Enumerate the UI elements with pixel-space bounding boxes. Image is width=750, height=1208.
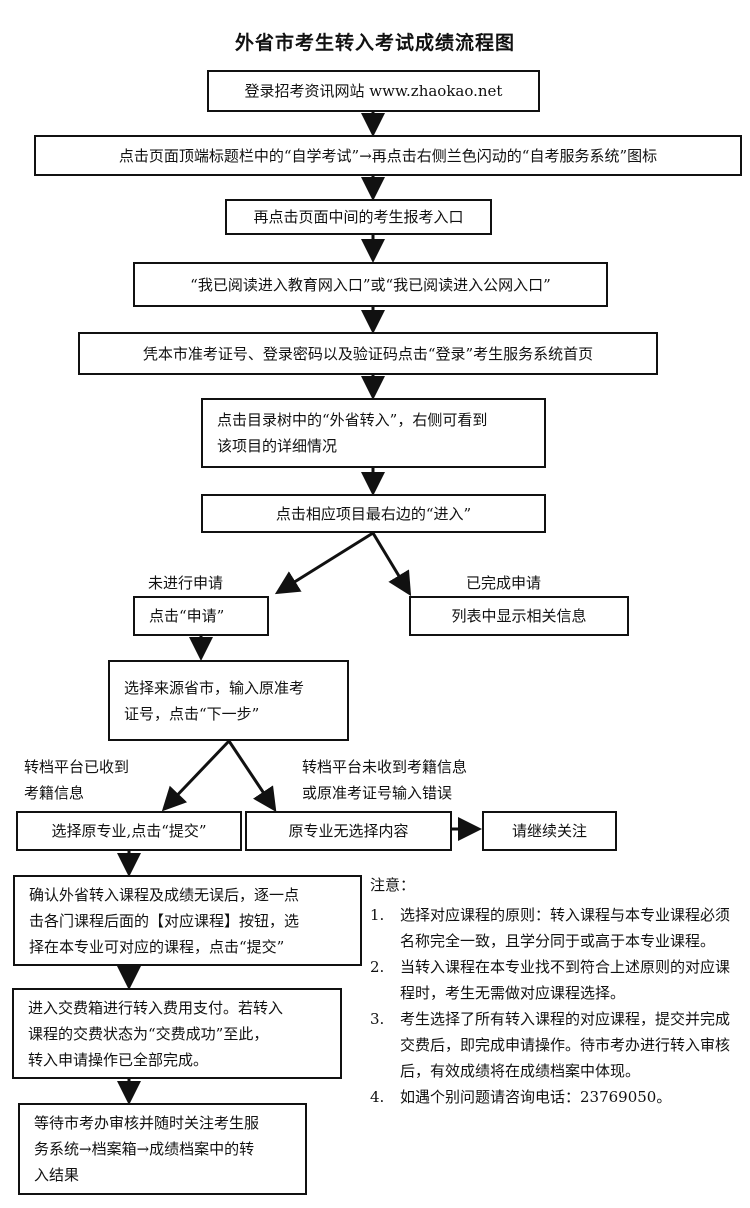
note-text: 当转入课程在本专业找不到符合上述原则的对应课程时，考生无需做对应课程选择。 [400, 958, 731, 1002]
note-number: 2. [370, 958, 385, 976]
arrow-10b [227, 740, 277, 812]
note-item: 2. 当转入课程在本专业找不到符合上述原则的对应课程时，考生无需做对应课程选择。 [370, 954, 742, 1006]
label-not-applied: 未进行申请 [148, 574, 224, 592]
note-number: 4. [370, 1088, 385, 1106]
note-number: 1. [370, 906, 385, 924]
note-item: 1. 选择对应课程的原则：转入课程与本专业课程必须名称完全一致，且学分同于或高于… [370, 902, 742, 954]
step-login-system: 凭本市准考证号、登录密码以及验证码点击“登录”考生服务系统首页 [78, 332, 658, 375]
step-choose-entrance: “我已阅读进入教育网入口”或“我已阅读进入公网入口” [133, 262, 608, 307]
step-click-enter: 点击相应项目最右边的“进入” [201, 494, 546, 533]
note-text: 选择对应课程的原则：转入课程与本专业课程必须名称完全一致，且学分同于或高于本专业… [400, 906, 731, 950]
note-number: 3. [370, 1010, 385, 1028]
label-applied: 已完成申请 [466, 574, 542, 592]
step-transfer-in: 点击目录树中的“外省转入”，右侧可看到 该项目的详细情况 [201, 398, 546, 468]
note-item: 4. 如遇个别问题请咨询电话：23769050。 [370, 1084, 742, 1110]
step-no-major: 原专业无选择内容 [245, 811, 452, 851]
step-login-website: 登录招考资讯网站 www.zhaokao.net [207, 70, 540, 112]
step-click-apply: 点击“申请” [133, 596, 269, 636]
step-wait-review: 等待市考办审核并随时关注考生服 务系统→档案箱→成绩档案中的转 入结果 [18, 1103, 307, 1195]
note-text: 考生选择了所有转入课程的对应课程，提交并完成交费后，即完成申请操作。待市考办进行… [400, 1010, 731, 1080]
step-payment: 进入交费箱进行转入费用支付。若转入 课程的交费状态为“交费成功”至此， 转入申请… [12, 988, 342, 1079]
step-exam-entry: 再点击页面中间的考生报考入口 [225, 199, 492, 235]
arrow-7a [274, 531, 374, 595]
step-select-province: 选择来源省市，输入原准考 证号，点击“下一步” [108, 660, 349, 741]
page-title: 外省市考生转入考试成绩流程图 [234, 32, 515, 54]
step-select-major: 选择原专业,点击“提交” [16, 811, 242, 851]
arrow-7b [371, 532, 412, 597]
step-click-self-study: 点击页面顶端标题栏中的“自学考试”→再点击右侧兰色闪动的“自考服务系统”图标 [34, 135, 742, 176]
note-text: 如遇个别问题请咨询电话：23769050。 [400, 1088, 672, 1106]
arrow-10a [161, 739, 231, 812]
label-not-received: 转档平台未收到考籍信息 或原准考证号输入错误 [302, 758, 468, 802]
step-confirm-courses: 确认外省转入课程及成绩无误后，逐一点 击各门课程后面的【对应课程】按钮，选 择在… [13, 875, 362, 966]
notes-title: 注意： [370, 876, 416, 894]
step-keep-watching: 请继续关注 [482, 811, 617, 851]
step-show-info: 列表中显示相关信息 [409, 596, 629, 636]
notes-section: 注意： 1. 选择对应课程的原则：转入课程与本专业课程必须名称完全一致，且学分同… [370, 872, 742, 1110]
label-received: 转档平台已收到 考籍信息 [24, 758, 130, 802]
note-item: 3. 考生选择了所有转入课程的对应课程，提交并完成交费后，即完成申请操作。待市考… [370, 1006, 742, 1084]
